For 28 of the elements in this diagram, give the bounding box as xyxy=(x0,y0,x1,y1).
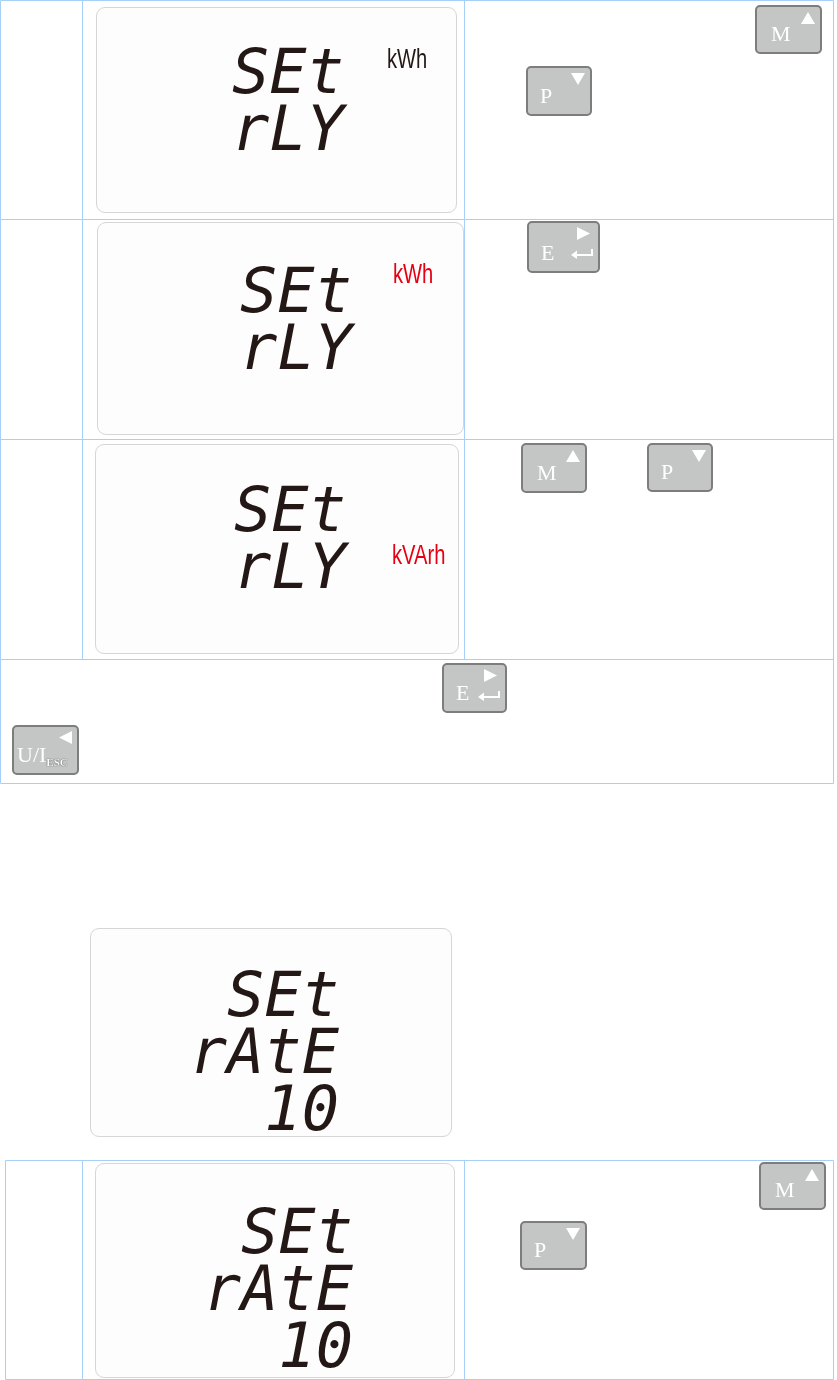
lcd-text: rAtE xyxy=(202,1264,354,1314)
lcd-text: SEt xyxy=(231,47,344,97)
key-button: P xyxy=(526,66,592,116)
lcd-text: SEt xyxy=(227,970,340,1020)
lcd-display xyxy=(97,222,464,435)
key-button: P xyxy=(520,1221,587,1270)
key-button: E xyxy=(527,221,600,273)
unit-label: kWh xyxy=(393,260,434,288)
lcd-text: SEt xyxy=(233,485,346,535)
lcd-display xyxy=(90,928,452,1137)
key-button: M xyxy=(759,1162,826,1210)
unit-label: kVArh xyxy=(392,541,446,569)
key-button: M xyxy=(521,443,587,493)
lcd-display xyxy=(95,444,459,654)
lcd-text: rAtE xyxy=(188,1027,340,1077)
lcd-text: 10 xyxy=(278,1321,354,1371)
lcd-text: rLY xyxy=(232,542,351,592)
lcd-text: 10 xyxy=(264,1084,340,1134)
unit-label: kWh xyxy=(387,45,428,73)
lcd-text: SEt xyxy=(239,266,352,316)
key-button: M xyxy=(755,5,822,54)
lcd-text: rLY xyxy=(238,323,357,373)
lcd-text: rLY xyxy=(230,104,349,154)
lcd-display xyxy=(96,7,457,213)
key-button: E xyxy=(442,663,507,713)
key-button: P xyxy=(647,443,713,492)
lcd-text: SEt xyxy=(241,1207,354,1257)
lcd-display xyxy=(95,1163,455,1378)
